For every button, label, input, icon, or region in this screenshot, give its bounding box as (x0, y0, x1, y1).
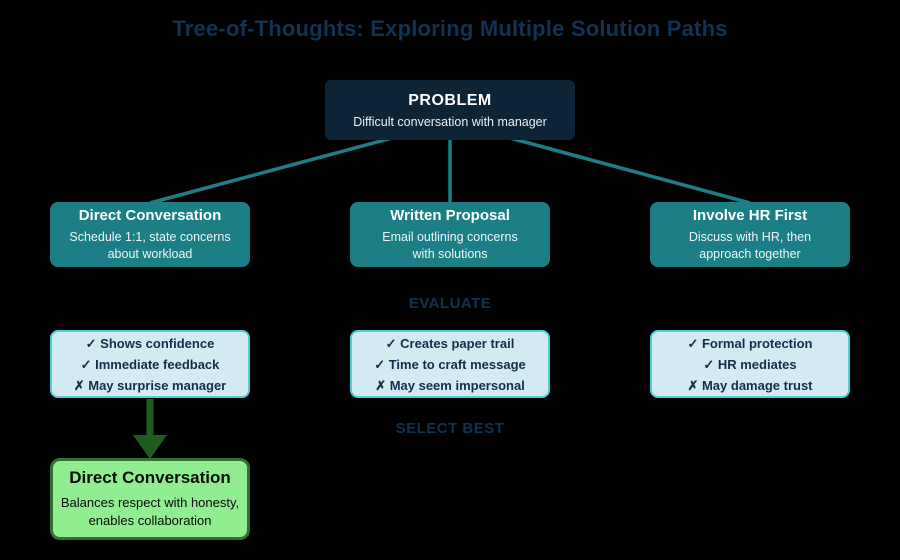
selected-solution-description: Balances respect with honesty, enables c… (60, 495, 240, 528)
option-title: Written Proposal (390, 207, 510, 225)
option-node-involve-hr-first: Involve HR First Discuss with HR, then a… (650, 202, 850, 267)
page-title: Tree-of-Thoughts: Exploring Multiple Sol… (172, 16, 728, 41)
evaluation-item: ✗ May damage trust (687, 377, 813, 393)
selected-solution-title: Direct Conversation (69, 468, 231, 488)
option-description: Discuss with HR, then approach together (688, 230, 812, 261)
problem-label: PROBLEM (408, 91, 492, 109)
connector-line-right (509, 136, 751, 205)
evaluate-stage-label: EVALUATE (408, 295, 492, 312)
evaluation-item: ✓ Time to craft message (374, 356, 526, 372)
option-node-written-proposal: Written Proposal Email outlining concern… (350, 202, 550, 267)
evaluation-node-written-proposal: ✓ Creates paper trail ✓ Time to craft me… (350, 330, 550, 398)
option-description: Schedule 1:1, state concerns about workl… (69, 230, 231, 261)
selected-solution-node: Direct Conversation Balances respect wit… (50, 458, 250, 540)
evaluation-item: ✓ Immediate feedback (80, 356, 220, 372)
evaluation-node-direct-conversation: ✓ Shows confidence ✓ Immediate feedback … (50, 330, 250, 398)
selection-arrow-head-icon (133, 435, 167, 459)
evaluation-item: ✓ Creates paper trail (385, 335, 515, 351)
problem-description: Difficult conversation with manager (353, 114, 547, 129)
evaluation-item: ✓ HR mediates (703, 356, 797, 372)
evaluation-item: ✓ Formal protection (687, 335, 813, 351)
option-title: Direct Conversation (78, 207, 222, 225)
option-description: Email outlining concerns with solutions (382, 230, 518, 261)
select-best-stage-label: SELECT BEST (395, 420, 505, 437)
option-title: Involve HR First (692, 207, 808, 225)
connector-line-left (149, 136, 393, 205)
evaluation-item: ✗ May surprise manager (73, 377, 227, 393)
evaluation-node-involve-hr-first: ✓ Formal protection ✓ HR mediates ✗ May … (650, 330, 850, 398)
problem-node: PROBLEM Difficult conversation with mana… (325, 80, 575, 140)
evaluation-item: ✓ Shows confidence (85, 335, 215, 351)
option-node-direct-conversation: Direct Conversation Schedule 1:1, state … (50, 202, 250, 267)
evaluation-item: ✗ May seem impersonal (375, 377, 525, 393)
